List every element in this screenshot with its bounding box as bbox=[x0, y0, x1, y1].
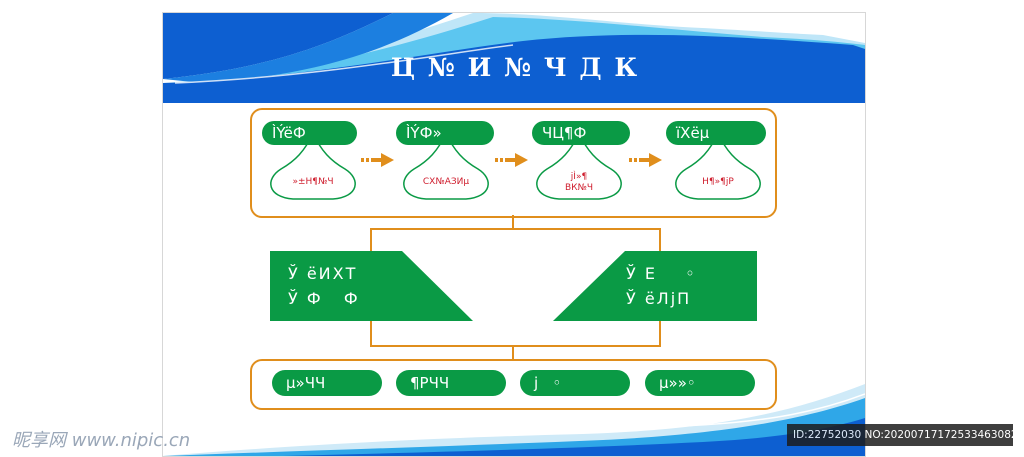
connector-vertical-bottom bbox=[512, 346, 514, 360]
middle-left-line-2: Ў Ф Ф bbox=[288, 289, 360, 308]
step-4-label: ïХёµ bbox=[666, 121, 766, 145]
connector-vertical-top bbox=[512, 215, 514, 229]
connector-horizontal-bottom bbox=[370, 345, 661, 347]
step-1-note: »±Н¶№Ч bbox=[292, 177, 334, 187]
bottom-item-2: ¶РЧЧ bbox=[396, 370, 506, 396]
step-4-note: Н¶»¶jР bbox=[702, 177, 734, 187]
watermark-left: 昵享网 www.nipic.cn bbox=[12, 430, 191, 451]
middle-right-line-1: Ў Е ◦ bbox=[626, 264, 697, 283]
arrow-right-icon bbox=[495, 153, 528, 167]
drop-bubble-2 bbox=[403, 131, 489, 200]
drop-bubble-3 bbox=[536, 131, 622, 200]
step-3-label: ЧЦ¶Ф bbox=[532, 121, 630, 145]
arrow-right-icon bbox=[361, 153, 394, 167]
bottom-item-3: j ◦ bbox=[520, 370, 630, 396]
middle-left-panel bbox=[270, 251, 473, 321]
watermark-id: ID:22752030 NO:20200717172533463082 bbox=[787, 424, 1018, 446]
drop-bubble-4 bbox=[675, 131, 761, 200]
step-1-label: ÌÝëФ bbox=[262, 121, 357, 145]
header-wave-banner bbox=[163, 13, 865, 103]
bottom-item-4: µ»»◦ bbox=[645, 370, 755, 396]
drop-bubble-1 bbox=[270, 131, 356, 200]
middle-right-line-2: Ў ёЛjП bbox=[626, 289, 692, 308]
connector-horizontal-top bbox=[370, 228, 661, 230]
step-3-note: jÌ»¶ ВК№Ч bbox=[564, 172, 594, 193]
infographic-board: Ц № И № Ч Д К ÌÝëФ »±Н¶№Ч ÌÝФ» СХ№АЗИµ Ч… bbox=[162, 12, 866, 457]
footer-wave bbox=[163, 384, 865, 456]
middle-right-panel bbox=[553, 251, 757, 321]
step-2-note: СХ№АЗИµ bbox=[422, 177, 470, 187]
page-title: Ц № И № Ч Д К bbox=[390, 53, 638, 82]
middle-left-line-1: Ў ёИХТ bbox=[288, 264, 358, 283]
bottom-item-1: µ»ЧЧ bbox=[272, 370, 382, 396]
step-2-label: ÌÝФ» bbox=[396, 121, 494, 145]
arrow-right-icon bbox=[629, 153, 662, 167]
